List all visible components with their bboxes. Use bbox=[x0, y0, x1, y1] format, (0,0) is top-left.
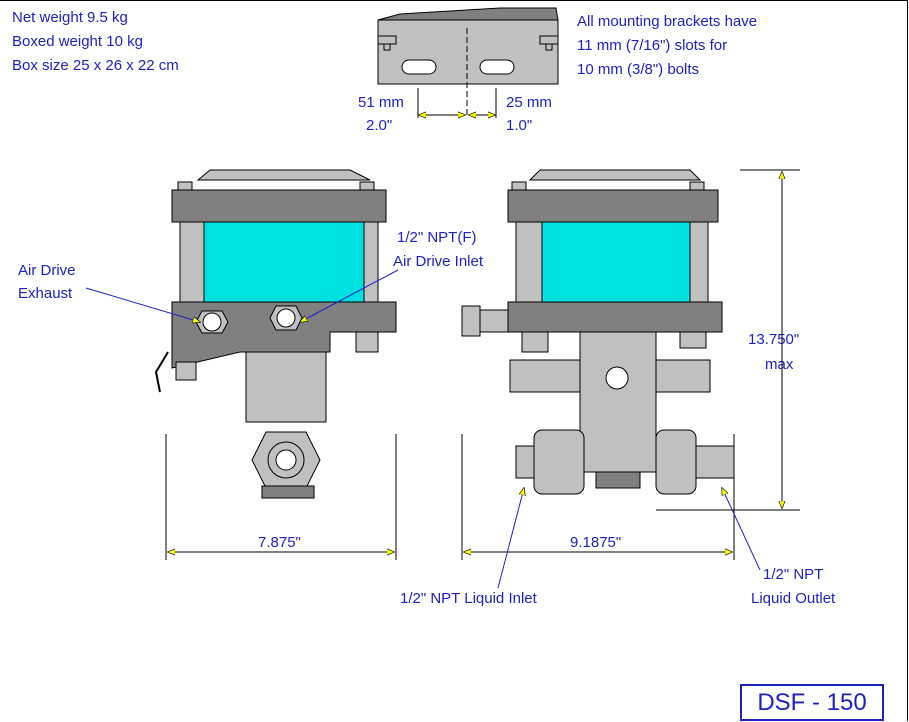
pump-side-view bbox=[154, 169, 397, 560]
liquid-outlet-label-2: Liquid Outlet bbox=[751, 590, 836, 607]
air-drive-label: Air Drive bbox=[18, 262, 76, 279]
brackets-note-line2: 11 mm (7/16") slots for bbox=[577, 37, 728, 54]
bracket-top-view bbox=[377, 7, 559, 118]
slot-left-mm: 51 mm bbox=[358, 94, 404, 111]
width-left-label: 7.875" bbox=[258, 534, 301, 551]
air-drive-inlet-label: Air Drive Inlet bbox=[393, 253, 484, 270]
liquid-outlet-label-1: 1/2" NPT bbox=[763, 566, 824, 583]
boxed-weight: Boxed weight 10 kg bbox=[12, 33, 143, 50]
pump-front-view bbox=[461, 169, 800, 560]
exhaust-label: Exhaust bbox=[18, 285, 73, 302]
height-value: 13.750" bbox=[748, 331, 800, 348]
brackets-note-line1: All mounting brackets have bbox=[577, 13, 758, 30]
slot-left-in: 2.0" bbox=[366, 117, 393, 134]
width-right-label: 9.1875" bbox=[570, 534, 622, 551]
net-weight: Net weight 9.5 kg bbox=[12, 9, 128, 26]
liquid-inlet-label: 1/2" NPT Liquid Inlet bbox=[400, 590, 537, 607]
slot-right-in: 1.0" bbox=[506, 117, 533, 134]
slot-right-mm: 25 mm bbox=[506, 94, 552, 111]
npt-f-label: 1/2" NPT(F) bbox=[397, 229, 477, 246]
callout-leaders bbox=[85, 269, 761, 589]
box-size: Box size 25 x 26 x 22 cm bbox=[12, 57, 179, 74]
model-number: DSF - 150 bbox=[740, 684, 884, 721]
brackets-note-line3: 10 mm (3/8") bolts bbox=[577, 61, 700, 78]
